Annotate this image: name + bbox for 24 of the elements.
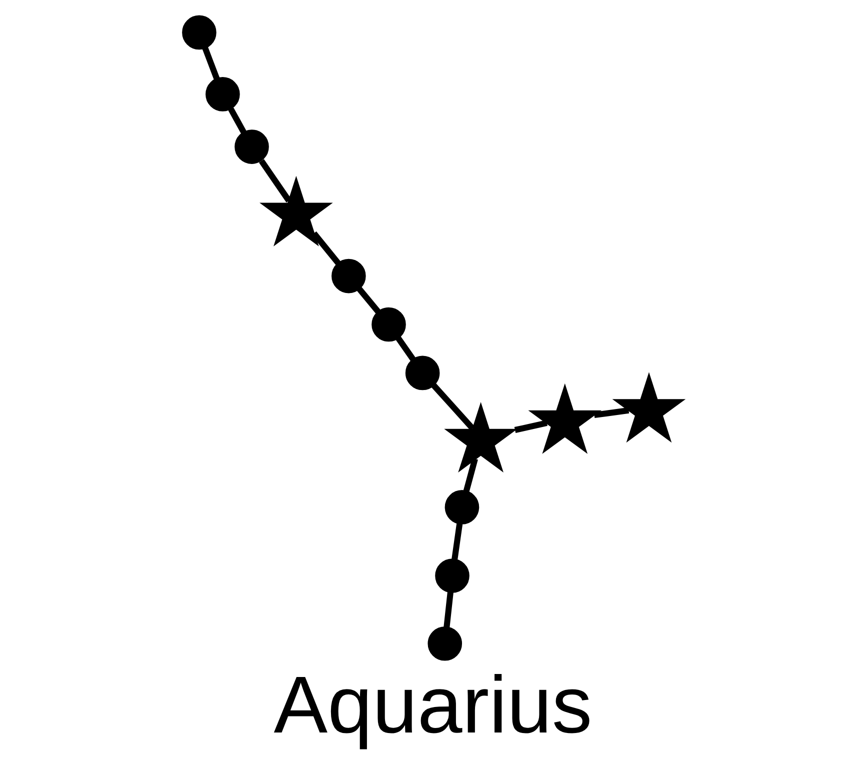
node-circle — [404, 356, 440, 390]
caption: Aquarius — [273, 660, 592, 750]
connector — [258, 159, 291, 202]
node-circle — [205, 77, 240, 112]
node-star — [259, 176, 332, 246]
node-star — [528, 383, 602, 454]
connector — [462, 458, 478, 492]
node-circle — [331, 258, 366, 294]
connector — [228, 107, 246, 134]
node-circle — [434, 558, 469, 593]
connector — [356, 286, 380, 314]
connector — [431, 383, 474, 431]
connector — [593, 407, 629, 418]
node-circle — [444, 490, 479, 524]
node-star — [612, 372, 686, 443]
connector — [395, 336, 416, 362]
node-circle — [234, 130, 268, 164]
node-circle — [371, 307, 406, 342]
connector — [451, 523, 462, 560]
node-circle — [427, 626, 462, 661]
connector — [443, 592, 453, 628]
node-star — [444, 402, 517, 473]
connector — [202, 46, 220, 80]
node-circle — [182, 15, 216, 50]
